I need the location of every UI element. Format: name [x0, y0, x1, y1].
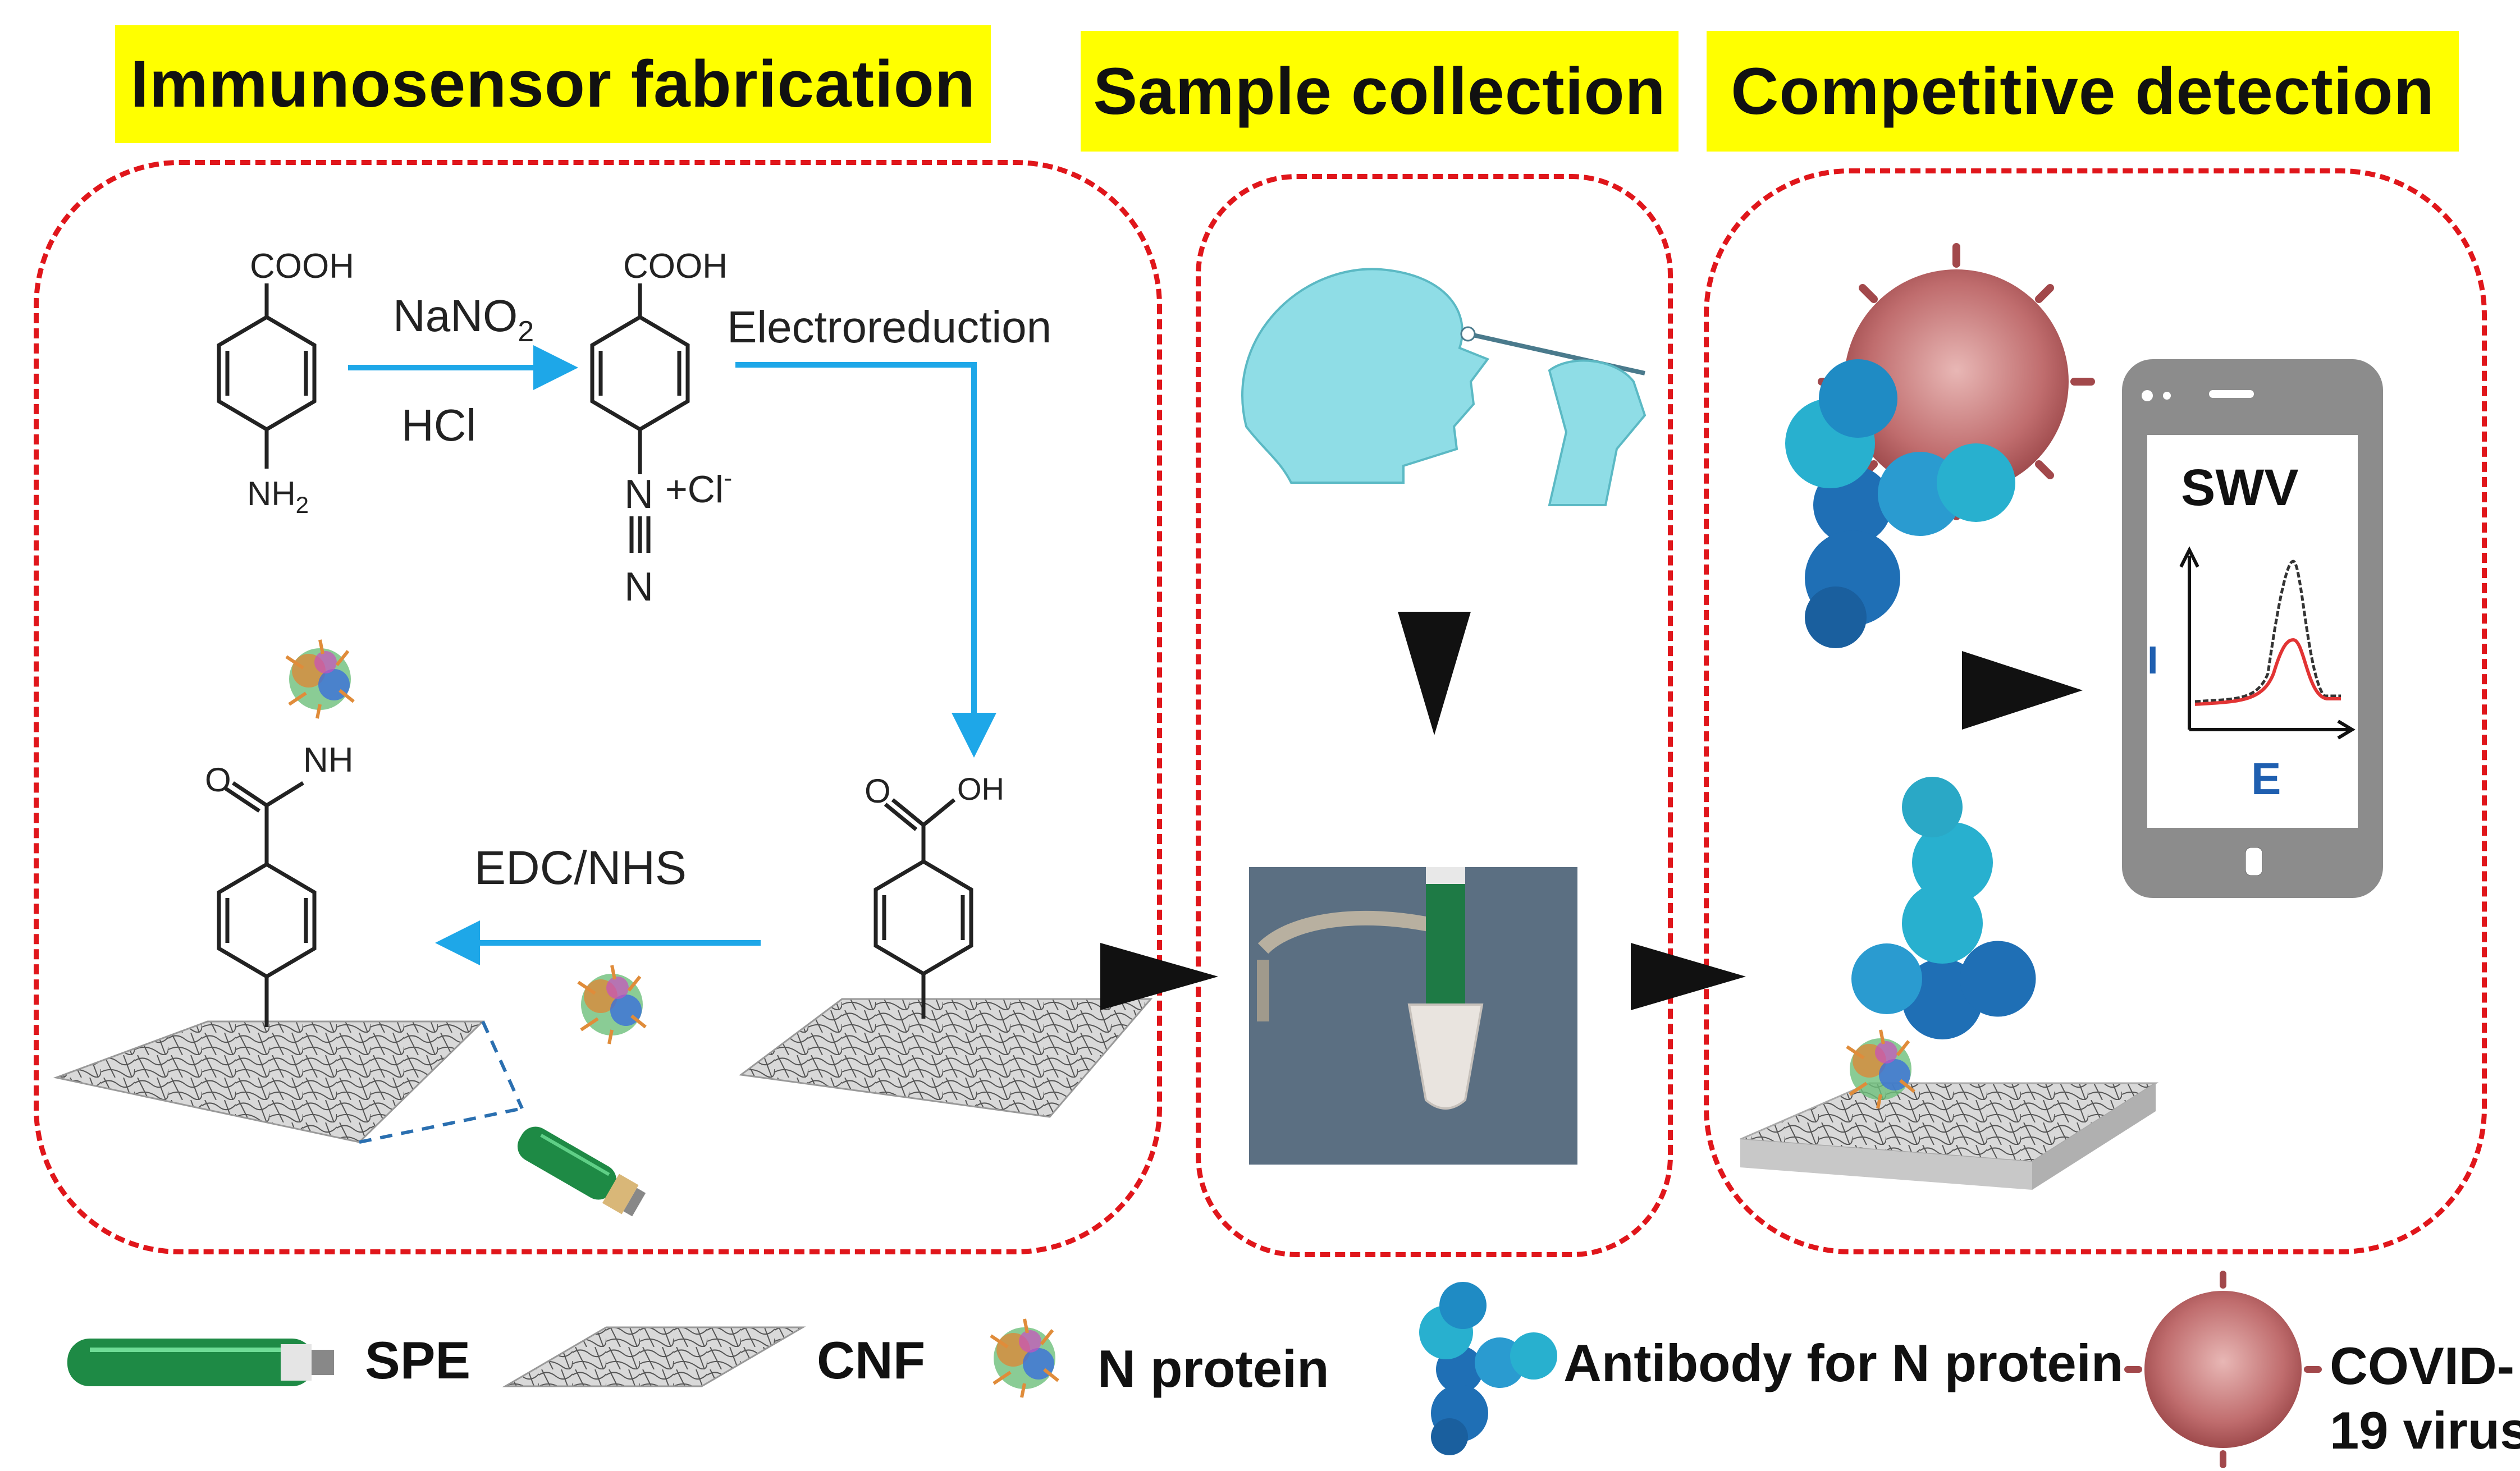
chloride-label: +Cl-: [665, 463, 732, 511]
arrow-electroreduction: [735, 362, 996, 758]
diazonium-n-label: N: [624, 472, 653, 517]
banner-competitive-detection: Competitive detection: [1707, 31, 2459, 152]
oh-label: OH: [957, 771, 1004, 806]
electroreduction-label: Electroreduction: [727, 302, 1051, 352]
cnf-sheet-left: [53, 1020, 485, 1143]
arrow-to-collection: [1100, 943, 1218, 1010]
legend-antibody-icon: [1419, 1282, 1557, 1455]
hcl-label: HCl: [401, 400, 476, 450]
legend-n-protein-label: N protein: [1097, 1339, 1329, 1398]
legend-covid-label-2: 19 virus: [2330, 1401, 2520, 1460]
n-protein-immobilized-icon: [286, 640, 354, 718]
arrow-down-collection: [1398, 612, 1471, 735]
axis-i-label: I: [2147, 638, 2158, 682]
edc-nhs-label: EDC/NHS: [474, 841, 687, 894]
head-swab-icon: [1241, 268, 1647, 506]
nh-amide-label: NH: [303, 741, 354, 780]
sensor-chip: [1740, 1082, 2159, 1190]
molecule-diazonium: [590, 283, 690, 553]
banner-sample-collection: Sample collection: [1081, 31, 1679, 152]
legend-cnf-icon: [502, 1326, 806, 1387]
cooh-label-1: COOH: [250, 247, 354, 286]
o-label-left: O: [205, 761, 231, 799]
legend-covid-label-1: COVID-: [2330, 1336, 2514, 1395]
molecule-benzoic-grafted: [873, 798, 973, 1019]
axis-e-label: E: [2251, 754, 2281, 804]
legend-virus-icon: [2124, 1271, 2322, 1468]
panel-detection: [1704, 168, 2487, 1254]
virus-icon: [1818, 243, 2095, 520]
tube-photo: [1249, 867, 1577, 1165]
molecule-aminobenzoic-acid: [217, 283, 317, 469]
arrow-to-phone: [1962, 651, 2083, 730]
panel-collection: [1196, 174, 1673, 1257]
panel-fabrication: [34, 160, 1162, 1254]
cooh-label-2: COOH: [623, 247, 728, 286]
tube-icon: [1407, 867, 1484, 1110]
nano2-label: NaNO2: [393, 291, 534, 348]
o-label-right: O: [865, 772, 891, 810]
nh2-label: NH2: [247, 475, 309, 518]
n-protein-icon: [578, 965, 646, 1044]
legend-spe-icon: [67, 1339, 334, 1386]
diazonium-n2-label: N: [624, 565, 653, 610]
banner-immunosensor-fabrication: Immunosensor fabrication: [115, 25, 991, 143]
cnf-modified-right: [739, 998, 1153, 1118]
legend-spe-label: SPE: [365, 1331, 471, 1390]
legend-cnf-label: CNF: [817, 1331, 926, 1390]
arrow-to-detection: [1631, 943, 1746, 1010]
molecule-amide-grafted: [217, 781, 317, 1027]
legend-antibody-label: Antibody for N protein: [1563, 1333, 2124, 1392]
swv-plot: [2179, 546, 2356, 740]
antibody-bound-icon: [1851, 777, 2036, 1039]
swv-label: SWV: [2181, 459, 2299, 516]
spe-electrode-icon: [517, 1126, 646, 1217]
legend-n-protein-icon: [991, 1319, 1058, 1397]
phone-icon: [2122, 359, 2383, 898]
